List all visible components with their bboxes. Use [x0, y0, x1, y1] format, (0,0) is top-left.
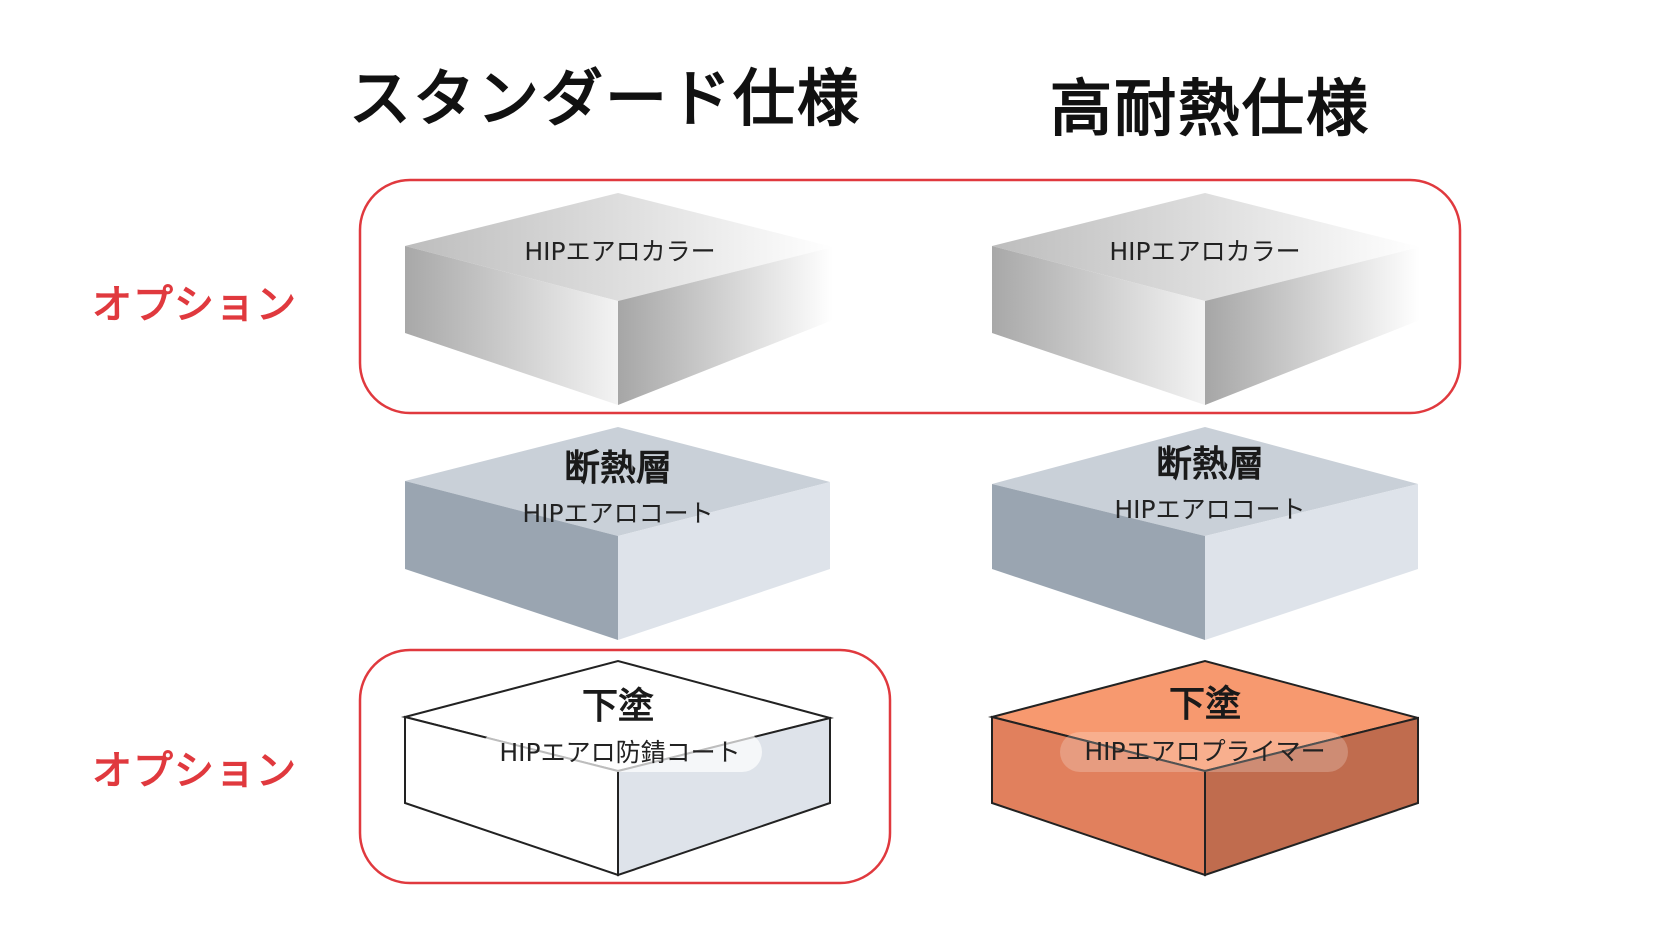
standard-base-product: HIPエアロ防錆コート: [499, 738, 740, 767]
standard-insulation-block: 断熱層 HIPエアロコート: [405, 427, 830, 640]
standard-base-block: 下塗 HIPエアロ防錆コート: [401, 659, 834, 877]
high-heat-spec-title: 高耐熱仕様: [1049, 72, 1370, 145]
standard-topcoat-block: HIPエアロカラー: [405, 193, 833, 405]
standard-insulation-product: HIPエアロコート: [522, 499, 713, 528]
standard-base-label-pill: [480, 732, 762, 772]
high-heat-topcoat-block: HIPエアロカラー: [992, 193, 1420, 405]
high-heat-base-heading: 下塗: [1169, 683, 1241, 725]
high-heat-base-product: HIPエアロプライマー: [1084, 737, 1325, 766]
high-heat-topcoat-product: HIPエアロカラー: [1109, 237, 1300, 266]
option-label-bottom: オプション: [92, 748, 297, 794]
high-heat-insulation-product: HIPエアロコート: [1114, 495, 1305, 524]
high-heat-base-label-pill: [1060, 732, 1348, 772]
high-heat-insulation-heading: 断熱層: [1156, 444, 1264, 485]
standard-spec-title: スタンダード仕様: [348, 62, 861, 135]
option-label-top: オプション: [92, 282, 297, 328]
high-heat-base-block: 下塗 HIPエアロプライマー: [988, 659, 1419, 877]
option-outline-top: [358, 178, 1462, 415]
standard-base-heading: 下塗: [582, 685, 654, 727]
high-heat-insulation-block: 断熱層 HIPエアロコート: [992, 427, 1418, 640]
option-outline-bottom: [358, 648, 892, 885]
standard-topcoat-product: HIPエアロカラー: [524, 237, 715, 266]
standard-insulation-heading: 断熱層: [564, 448, 672, 489]
